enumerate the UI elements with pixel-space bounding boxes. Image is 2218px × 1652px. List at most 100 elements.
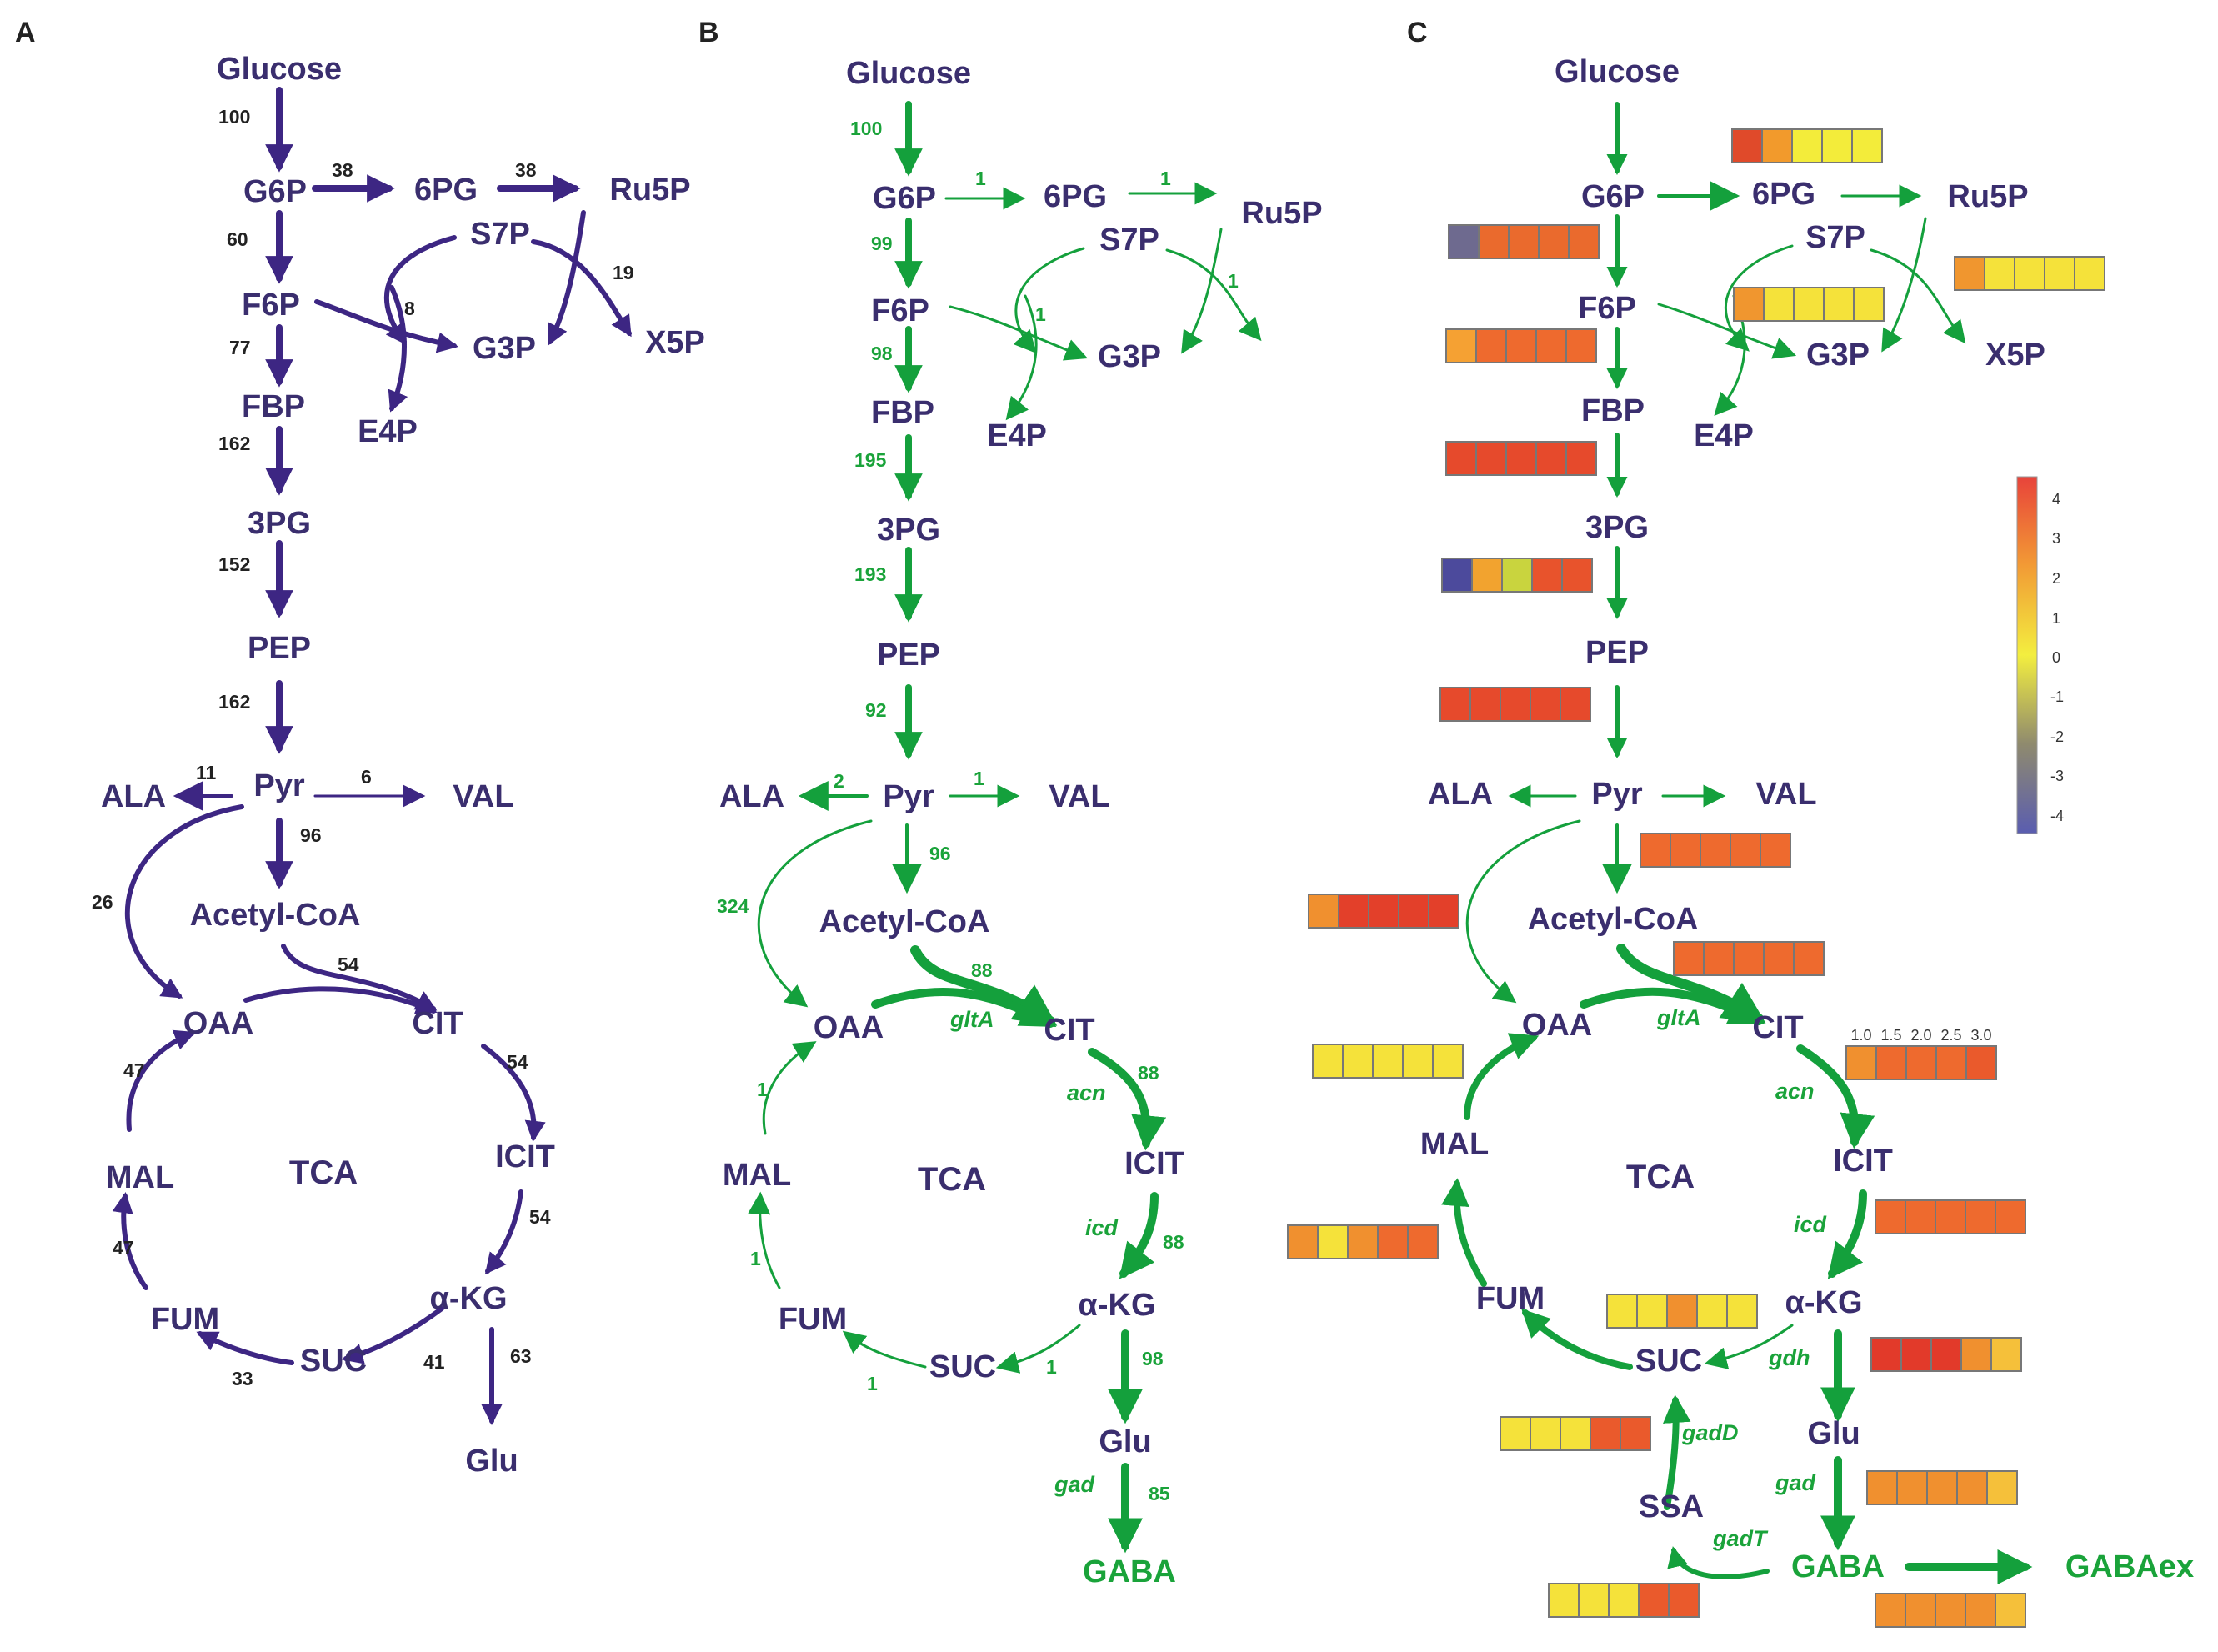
time-tick: 1.0	[1850, 1027, 1871, 1044]
met-suc: SUC	[1635, 1344, 1702, 1379]
met-oaa: OAA	[183, 1006, 253, 1041]
met-pep: PEP	[248, 631, 311, 666]
flux-label: 98	[871, 343, 893, 364]
heatmap-cell	[1793, 941, 1825, 976]
heatmap-cell	[1666, 1294, 1698, 1329]
heatmap-cell	[1448, 224, 1480, 259]
arrow-s7p-e4p	[1005, 294, 1038, 421]
arrow-pyr-oaa	[757, 819, 873, 1008]
heatmap-cell	[1338, 894, 1369, 929]
heatmap-cell	[1377, 1224, 1409, 1259]
flux-label: 6	[361, 766, 372, 788]
heatmap-cell	[1565, 328, 1597, 363]
heatmap-cell	[1965, 1593, 1996, 1628]
gene-icd: icd	[1794, 1212, 1827, 1237]
color-bar-tick: 4	[2052, 491, 2060, 508]
heatmap-cell	[1930, 1337, 1962, 1372]
heatmap-fbp-3pg	[1445, 441, 1597, 476]
heatmap-mal-oaa	[1312, 1044, 1464, 1079]
heatmap-cell	[1875, 1199, 1906, 1234]
flux-label: 1	[750, 1248, 761, 1269]
met-ala: ALA	[1428, 777, 1493, 812]
heatmap-cell	[1905, 1593, 1936, 1628]
heatmap-cell	[1730, 833, 1761, 868]
heatmap-cell	[1673, 941, 1705, 976]
flux-label: 26	[92, 891, 113, 913]
heatmap-cell	[1560, 687, 1591, 722]
heatmap-ssa-suc	[1500, 1416, 1651, 1451]
flux-label: 88	[1163, 1231, 1184, 1253]
met-mal: MAL	[106, 1160, 174, 1195]
heatmap-fum-mal	[1287, 1224, 1439, 1259]
heatmap-cell	[1441, 558, 1473, 593]
color-bar-tick: 1	[2052, 610, 2060, 627]
met-ru5p: Ru5P	[1947, 179, 2028, 214]
flux-label: 1	[974, 768, 984, 789]
gene-icd: icd	[1085, 1215, 1119, 1240]
met-gabaex: GABAex	[2065, 1549, 2194, 1584]
heatmap-cell	[1500, 687, 1531, 722]
heatmap-cell	[1606, 1294, 1638, 1329]
heatmap-cell	[1866, 1470, 1898, 1505]
arrow-s7p-g3p	[1013, 247, 1085, 354]
met-ala: ALA	[719, 779, 784, 814]
met-ssa: SSA	[1639, 1489, 1704, 1524]
heatmap-cell	[1505, 441, 1537, 476]
met-s7p: S7P	[1805, 220, 1865, 255]
tca-label: TCA	[918, 1161, 986, 1198]
met-icit: ICIT	[495, 1139, 555, 1174]
flux-label: 1	[1046, 1356, 1057, 1378]
flux-label: 2	[834, 770, 844, 792]
color-bar-tick: -2	[2050, 728, 2064, 745]
arrow-fum-mal	[748, 1191, 781, 1289]
heatmap-cell	[1287, 1224, 1319, 1259]
heatmap-cell	[1875, 1593, 1906, 1628]
heatmap-cell	[1731, 128, 1763, 163]
arrow-akg-suc	[995, 1324, 1081, 1374]
arrow-cit-icit	[1796, 1044, 1875, 1149]
flux-label: 195	[854, 449, 887, 471]
met-f6p: F6P	[242, 288, 300, 323]
met-f6p: F6P	[1578, 291, 1636, 326]
arrow-ru5p-x5p	[1870, 248, 1966, 344]
heatmap-cell	[1956, 1470, 1988, 1505]
heatmap-pyr-oaa	[1308, 894, 1459, 929]
met-e4p: E4P	[358, 414, 418, 449]
gene-gad: gad	[1054, 1472, 1095, 1497]
heatmap-cell	[1926, 1470, 1958, 1505]
flux-label: 96	[300, 824, 322, 846]
heatmap-g6p-f6p	[1448, 224, 1600, 259]
met-g3p: G3P	[1806, 338, 1870, 373]
heatmap-cell	[1508, 224, 1540, 259]
met-oaa: OAA	[814, 1010, 884, 1045]
arrow-s7p-e4p	[388, 285, 408, 413]
met-g6p: G6P	[873, 181, 936, 216]
met-6pg: 6PG	[1044, 179, 1107, 214]
met-val: VAL	[1049, 779, 1109, 814]
met-x5p: X5P	[1985, 338, 2045, 373]
heatmap-gaba-ex	[1875, 1593, 2026, 1628]
heatmap-cell	[1640, 833, 1671, 868]
heatmap-cell	[1402, 1044, 1434, 1079]
heatmap-cell	[1478, 224, 1510, 259]
flux-label: 1	[1035, 303, 1046, 325]
met-3pg: 3PG	[1585, 510, 1649, 545]
color-bar-tick: 0	[2052, 649, 2060, 666]
heatmap-cell	[1965, 1045, 1997, 1080]
arrow-f6p-g3p	[949, 305, 1089, 361]
flux-label: 38	[515, 159, 537, 181]
heatmap-cell	[1763, 287, 1795, 322]
heatmap-cell	[1870, 1337, 1902, 1372]
heatmap-cell	[1791, 128, 1823, 163]
gene-acn: acn	[1067, 1080, 1106, 1105]
heatmap-cell	[1760, 833, 1791, 868]
flux-label: 54	[507, 1051, 528, 1073]
heatmap-cell	[1312, 1044, 1344, 1079]
gene-gadD: gadD	[1681, 1420, 1739, 1445]
arrow-mal-oaa	[1464, 1033, 1540, 1120]
heatmap-cell	[1935, 1199, 1966, 1234]
heatmap-cell	[1763, 941, 1795, 976]
met-3pg: 3PG	[877, 513, 940, 548]
met-mal: MAL	[1420, 1127, 1489, 1162]
met-ru5p: Ru5P	[609, 173, 690, 208]
